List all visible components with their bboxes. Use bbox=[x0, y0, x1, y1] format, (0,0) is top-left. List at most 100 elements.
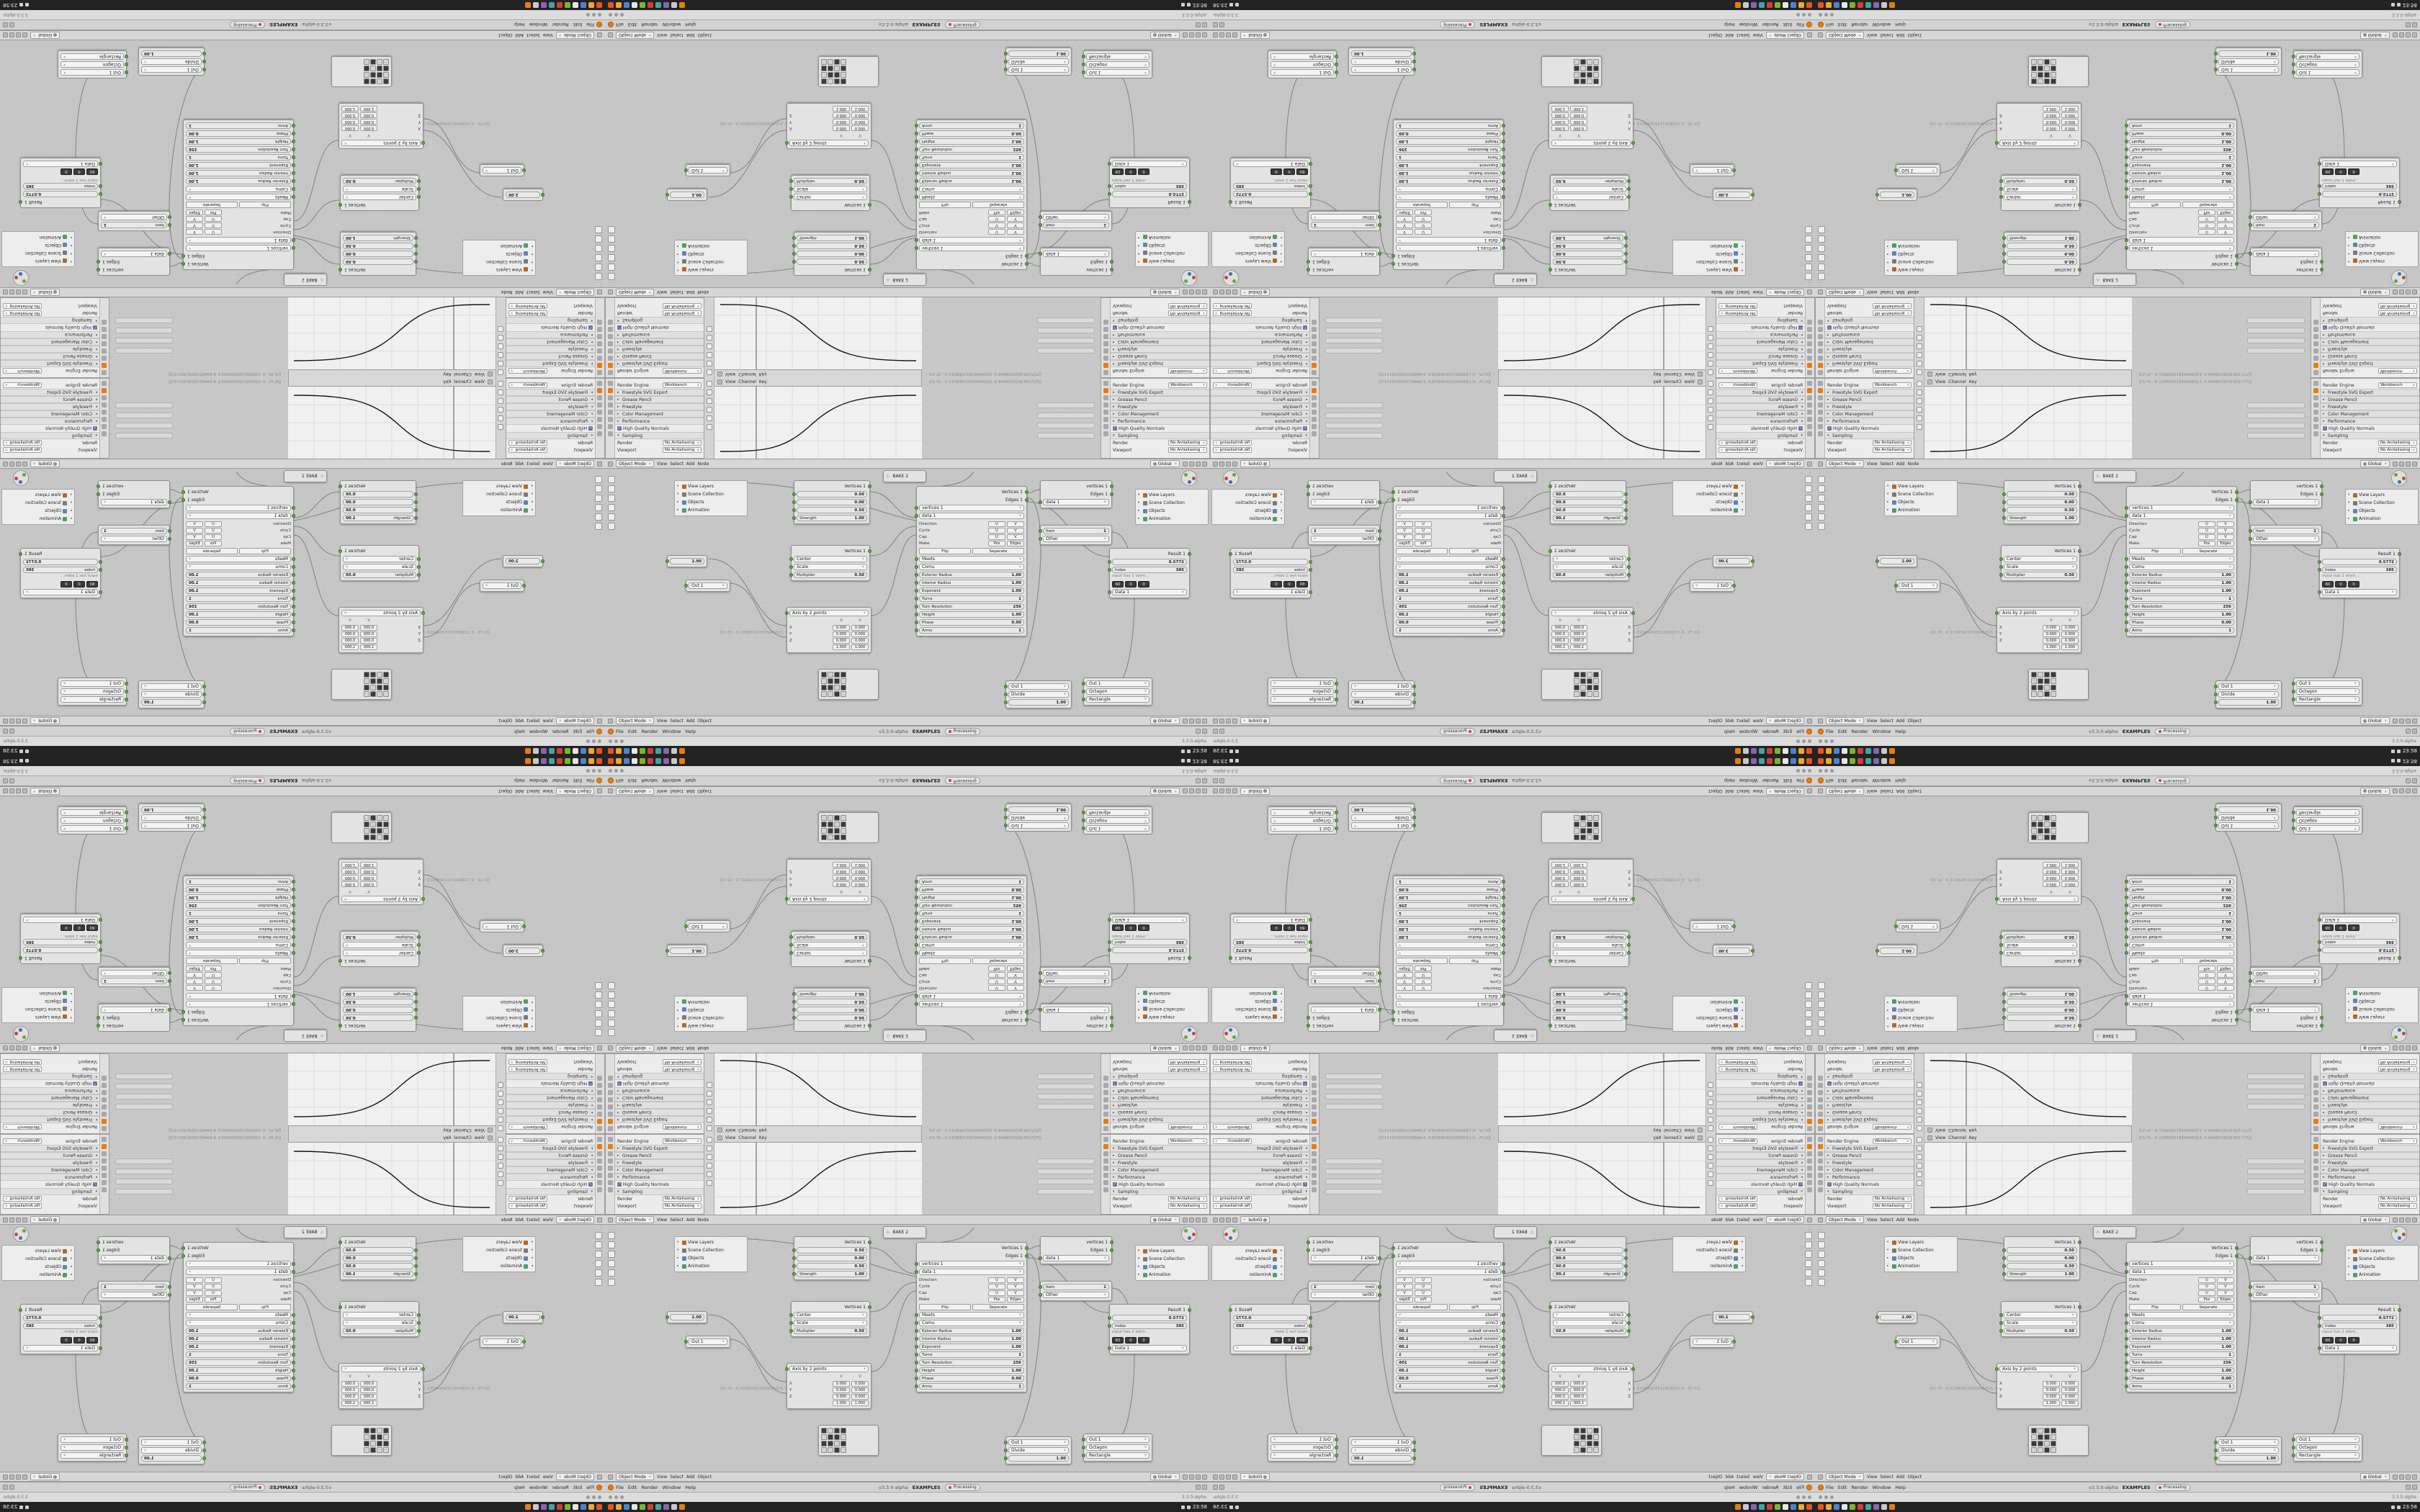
node-dropdown-scale[interactable]: Scale∨ bbox=[343, 941, 421, 949]
socket[interactable] bbox=[2125, 597, 2128, 600]
menu-view[interactable]: View bbox=[657, 461, 668, 467]
node-field-0-50[interactable]: 0.50 bbox=[792, 242, 867, 250]
node-field-0-50[interactable]: 0.50 bbox=[1553, 242, 1628, 250]
socket[interactable] bbox=[1039, 529, 1042, 533]
node-wire[interactable] bbox=[2215, 497, 2251, 688]
socket[interactable] bbox=[2318, 560, 2321, 564]
socket[interactable] bbox=[2249, 537, 2252, 541]
node-field-1-00[interactable]: 1.00 bbox=[141, 698, 206, 706]
toggle-chip-0[interactable]: 0 bbox=[60, 924, 72, 931]
node-field-0-5772[interactable]: 0.5772 bbox=[1108, 558, 1187, 566]
menu-view[interactable]: View bbox=[1867, 461, 1878, 467]
ghost-curves-icon[interactable] bbox=[706, 407, 712, 413]
socket[interactable] bbox=[2125, 629, 2128, 632]
socket[interactable] bbox=[789, 557, 793, 561]
socket[interactable] bbox=[915, 171, 918, 175]
socket[interactable] bbox=[417, 951, 421, 955]
outliner-item-scene-collection[interactable]: ▾Scene Collection bbox=[1696, 492, 1743, 497]
matrix-cell[interactable] bbox=[2044, 78, 2050, 84]
socket[interactable] bbox=[125, 55, 128, 58]
option-chip-v[interactable]: V bbox=[186, 521, 203, 527]
socket[interactable] bbox=[99, 948, 102, 952]
dropdown-chip[interactable]: Out 1∨ bbox=[2218, 683, 2279, 690]
axis-y-dot[interactable] bbox=[2394, 473, 2398, 477]
node-dropdown-data-1[interactable]: Data 1∨ bbox=[23, 160, 102, 168]
socket[interactable] bbox=[1307, 260, 1310, 264]
dropdown-chip[interactable]: data 1∨ bbox=[186, 513, 291, 519]
cursor-tool-icon[interactable] bbox=[1805, 264, 1812, 271]
toggle-chip-0[interactable]: 0 bbox=[1270, 168, 1282, 175]
taskbar-app-icon[interactable] bbox=[679, 748, 685, 754]
socket[interactable] bbox=[417, 935, 421, 939]
axis-x-dot[interactable] bbox=[1224, 276, 1228, 279]
matrix-cell[interactable] bbox=[377, 815, 382, 821]
matrix-cell[interactable] bbox=[383, 834, 389, 840]
socket[interactable] bbox=[1108, 560, 1111, 564]
socket[interactable] bbox=[915, 605, 918, 608]
node-dropdown-comu[interactable]: Comu∨ bbox=[915, 185, 1024, 193]
node-dropdown-out-1[interactable]: Out 1∨ bbox=[1351, 66, 1416, 73]
socket[interactable] bbox=[1627, 187, 1631, 191]
scene-icon[interactable] bbox=[2412, 729, 2417, 734]
toggle-matrix[interactable] bbox=[821, 671, 876, 698]
socket[interactable] bbox=[1110, 485, 1113, 488]
dropdown-chip[interactable]: Meets∨ bbox=[919, 194, 1024, 200]
toggle-chip-60[interactable]: 60 bbox=[2322, 168, 2334, 175]
curve-canvas[interactable] bbox=[714, 297, 922, 369]
dropdown-chip[interactable]: Divide∨ bbox=[2218, 691, 2279, 698]
dropdown-chip[interactable]: Divide∨ bbox=[1351, 691, 1412, 698]
navigation-gizmo[interactable] bbox=[1223, 270, 1239, 286]
node-wire[interactable] bbox=[728, 118, 787, 174]
toggle-chip-60[interactable]: 60 bbox=[1112, 924, 1124, 931]
node-wire[interactable] bbox=[423, 130, 502, 198]
output-tab-icon[interactable] bbox=[607, 395, 613, 400]
outliner-item-objects[interactable]: ▸Objects bbox=[677, 1007, 704, 1012]
outliner-item-view-layers[interactable]: ▾View Layers bbox=[677, 1023, 714, 1028]
outliner-item-scene-collection[interactable]: ▾Scene Collection bbox=[1887, 259, 1934, 264]
option-chip-v[interactable]: V bbox=[186, 972, 203, 978]
f-curve[interactable] bbox=[1930, 395, 2127, 452]
axis-y-dot[interactable] bbox=[1184, 279, 1188, 283]
node-dropdown-data-1[interactable]: data 1∨ bbox=[1396, 512, 1505, 520]
taskbar-app-icon[interactable] bbox=[1826, 748, 1832, 754]
toggle-matrix[interactable] bbox=[821, 58, 876, 85]
f-curve[interactable] bbox=[293, 304, 490, 361]
dropdown-chip[interactable]: vertices 1∨ bbox=[919, 1001, 1024, 1007]
axis-x-dot[interactable] bbox=[1224, 477, 1228, 480]
node-dropdown-out-1[interactable]: Out 1∨ bbox=[1351, 683, 1416, 690]
node-dropdown-out-1[interactable]: Out 1∨ bbox=[60, 824, 128, 832]
node-output-edges-1[interactable]: Edges 1 bbox=[2253, 258, 2323, 266]
outliner-item-objects[interactable]: ▸Objects bbox=[2348, 243, 2375, 248]
matrix-cell[interactable] bbox=[370, 59, 376, 65]
node-output-edges-1[interactable]: Edges 1 bbox=[1392, 252, 1501, 260]
socket[interactable] bbox=[2249, 252, 2252, 256]
rendered-shading-icon[interactable] bbox=[1202, 718, 1207, 724]
option-chip-1-000[interactable]: 1.000 bbox=[341, 644, 359, 650]
socket[interactable] bbox=[2292, 63, 2295, 66]
socket[interactable] bbox=[684, 924, 688, 928]
toggle-chip-flip[interactable]: Flip bbox=[239, 202, 291, 208]
